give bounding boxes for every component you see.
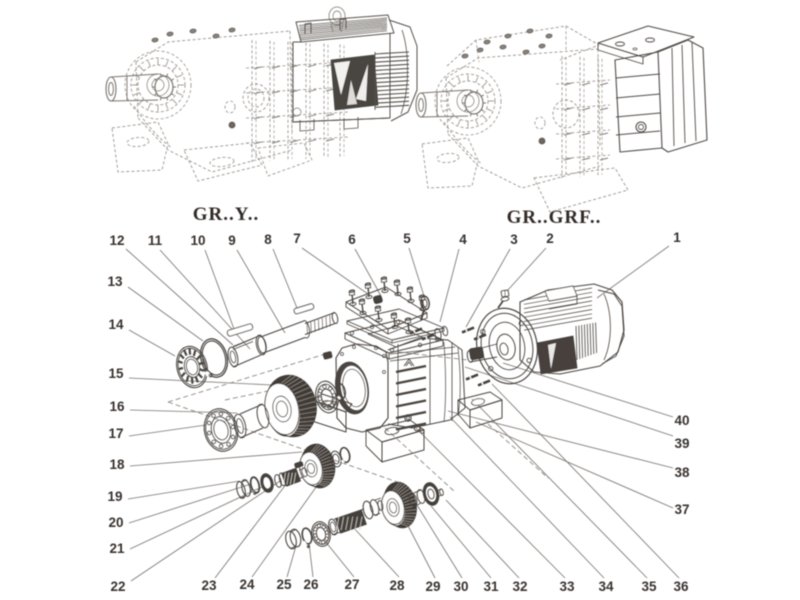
svg-text:6: 6 <box>348 232 356 247</box>
svg-text:GR..GRF..: GR..GRF.. <box>507 207 602 228</box>
svg-text:17: 17 <box>108 426 123 441</box>
svg-text:37: 37 <box>674 502 689 517</box>
svg-text:22: 22 <box>110 579 125 594</box>
svg-text:31: 31 <box>483 579 499 594</box>
svg-text:26: 26 <box>303 577 319 592</box>
svg-text:15: 15 <box>108 366 124 381</box>
svg-text:40: 40 <box>674 413 689 428</box>
svg-text:12: 12 <box>109 233 124 248</box>
svg-text:34: 34 <box>598 579 614 594</box>
svg-text:3: 3 <box>510 232 518 247</box>
svg-text:21: 21 <box>109 541 125 556</box>
svg-text:18: 18 <box>109 457 125 472</box>
svg-text:9: 9 <box>228 233 236 248</box>
svg-text:8: 8 <box>264 232 272 247</box>
svg-text:10: 10 <box>190 233 205 248</box>
svg-text:2: 2 <box>546 231 554 246</box>
svg-text:20: 20 <box>108 515 123 530</box>
svg-text:14: 14 <box>108 317 124 332</box>
svg-text:1: 1 <box>673 230 681 245</box>
svg-text:7: 7 <box>293 231 301 246</box>
svg-text:27: 27 <box>344 577 359 592</box>
svg-text:35: 35 <box>641 579 657 594</box>
svg-text:GR..Y..: GR..Y.. <box>193 204 259 225</box>
svg-text:33: 33 <box>559 579 575 594</box>
svg-text:28: 28 <box>389 578 405 593</box>
svg-text:25: 25 <box>276 577 292 592</box>
svg-text:19: 19 <box>107 489 122 504</box>
svg-text:16: 16 <box>109 399 125 414</box>
svg-text:29: 29 <box>425 579 440 594</box>
svg-text:30: 30 <box>453 579 468 594</box>
svg-text:24: 24 <box>239 577 255 592</box>
svg-text:23: 23 <box>201 578 217 593</box>
svg-text:11: 11 <box>148 233 163 248</box>
svg-text:5: 5 <box>403 231 411 246</box>
svg-text:4: 4 <box>459 232 467 247</box>
svg-text:13: 13 <box>107 274 123 289</box>
svg-text:36: 36 <box>673 579 689 594</box>
svg-text:39: 39 <box>674 436 689 451</box>
svg-text:32: 32 <box>512 579 527 594</box>
svg-text:38: 38 <box>674 465 690 480</box>
